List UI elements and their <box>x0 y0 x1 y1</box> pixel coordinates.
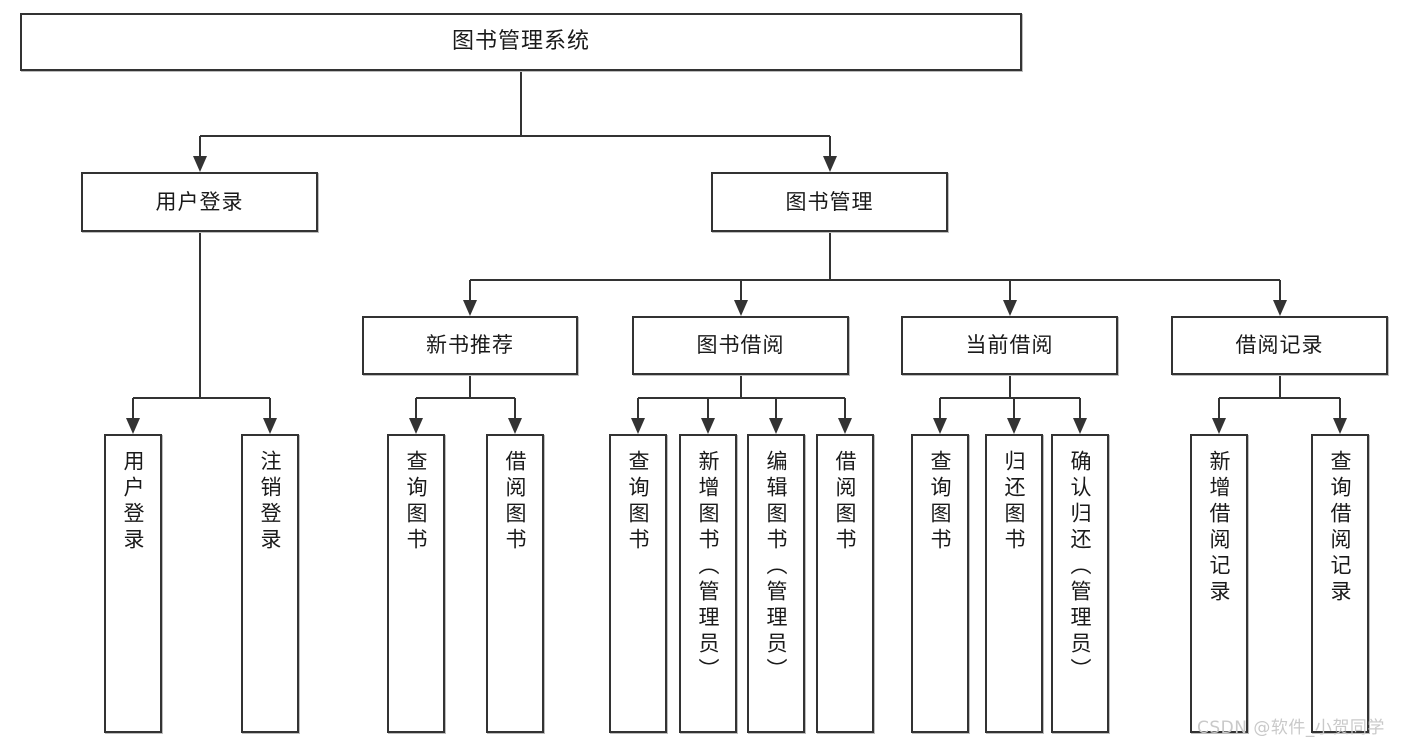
edge-drop-leaf-user-login <box>132 398 134 419</box>
edge-drop-leaf-cu-confirm <box>1079 398 1081 419</box>
node-label-borrow: 图书借阅 <box>696 333 785 358</box>
node-label-leaf-bo-borrow: 借阅图书 <box>833 450 858 554</box>
edge-drop-leaf-re-add <box>1218 398 1220 419</box>
edge-arrow-bookmgmt <box>822 156 837 172</box>
node-label-records: 借阅记录 <box>1235 333 1324 358</box>
node-leaf-cu-confirm[interactable]: 确认归还（管理员） <box>1051 434 1109 733</box>
edge-arrow-leaf-bo-borrow <box>838 418 852 434</box>
edge-arrow-leaf-bo-add <box>701 418 715 434</box>
node-records[interactable]: 借阅记录 <box>1171 316 1388 375</box>
node-newbook[interactable]: 新书推荐 <box>362 316 578 375</box>
edge-stem-root <box>520 71 522 136</box>
node-root[interactable]: 图书管理系统 <box>20 13 1022 71</box>
node-label-leaf-user-login: 用户登录 <box>121 450 146 554</box>
csdn-watermark: CSDN @软件_小贺同学 <box>1197 718 1385 738</box>
edge-stem-current <box>1008 375 1011 398</box>
node-label-leaf-cu-confirm: 确认归还（管理员） <box>1068 450 1093 684</box>
node-leaf-nb-borrow[interactable]: 借阅图书 <box>486 434 544 733</box>
edge-bus-borrow <box>638 397 845 399</box>
node-leaf-re-add[interactable]: 新增借阅记录 <box>1190 434 1248 733</box>
edge-stem-login <box>198 232 201 398</box>
node-label-leaf-re-add: 新增借阅记录 <box>1207 450 1232 606</box>
node-current[interactable]: 当前借阅 <box>901 316 1118 375</box>
edge-bus-records <box>1219 397 1340 399</box>
edge-drop-leaf-cu-return <box>1013 398 1015 419</box>
node-label-leaf-bo-add: 新增图书（管理员） <box>696 450 721 684</box>
node-leaf-nb-query[interactable]: 查询图书 <box>387 434 445 733</box>
node-leaf-bo-edit[interactable]: 编辑图书（管理员） <box>747 434 805 733</box>
edge-drop-login <box>198 136 201 157</box>
node-label-leaf-cu-return: 归还图书 <box>1002 450 1027 554</box>
node-bookmgmt[interactable]: 图书管理 <box>711 172 948 232</box>
edge-arrow-current <box>1002 300 1017 316</box>
node-leaf-re-query[interactable]: 查询借阅记录 <box>1311 434 1369 733</box>
edge-drop-records <box>1278 280 1281 301</box>
edge-drop-leaf-bo-edit <box>775 398 777 419</box>
edge-stem-records <box>1278 375 1281 398</box>
node-label-newbook: 新书推荐 <box>426 333 514 358</box>
edge-arrow-login <box>192 156 207 172</box>
edge-drop-leaf-bo-add <box>707 398 709 419</box>
node-label-root: 图书管理系统 <box>451 29 590 55</box>
node-label-leaf-re-query: 查询借阅记录 <box>1328 450 1353 606</box>
node-login[interactable]: 用户登录 <box>81 172 318 232</box>
edge-arrow-leaf-user-login <box>126 418 140 434</box>
node-leaf-cu-query[interactable]: 查询图书 <box>911 434 969 733</box>
edge-arrow-leaf-cu-confirm <box>1073 418 1087 434</box>
edge-arrow-leaf-nb-query <box>409 418 423 434</box>
edge-arrow-leaf-re-query <box>1333 418 1347 434</box>
node-leaf-cu-return[interactable]: 归还图书 <box>985 434 1043 733</box>
edge-drop-borrow <box>739 280 742 301</box>
edge-bus-root <box>199 135 830 137</box>
node-label-leaf-cu-query: 查询图书 <box>928 450 953 554</box>
node-leaf-bo-borrow[interactable]: 借阅图书 <box>816 434 874 733</box>
node-leaf-user-logout[interactable]: 注销登录 <box>241 434 299 733</box>
edge-arrow-borrow <box>733 300 748 316</box>
edge-drop-leaf-nb-query <box>415 398 417 419</box>
edge-arrow-leaf-bo-query <box>631 418 645 434</box>
node-label-leaf-nb-borrow: 借阅图书 <box>503 450 528 554</box>
edge-drop-leaf-re-query <box>1339 398 1341 419</box>
edge-bus-bookmgmt <box>470 279 1280 281</box>
edge-drop-bookmgmt <box>828 136 831 157</box>
edge-stem-borrow <box>739 375 742 398</box>
edge-drop-leaf-bo-borrow <box>844 398 846 419</box>
node-label-leaf-user-logout: 注销登录 <box>258 450 283 554</box>
edge-arrow-newbook <box>463 300 477 316</box>
node-leaf-bo-add[interactable]: 新增图书（管理员） <box>679 434 737 733</box>
node-label-bookmgmt: 图书管理 <box>785 189 874 214</box>
node-label-current: 当前借阅 <box>965 333 1054 358</box>
node-label-leaf-bo-edit: 编辑图书（管理员） <box>764 450 789 684</box>
edge-drop-current <box>1008 280 1011 301</box>
edge-drop-leaf-cu-query <box>939 398 941 419</box>
edge-drop-leaf-bo-query <box>637 398 639 419</box>
edge-bus-newbook <box>416 397 515 399</box>
edge-bus-login <box>133 397 270 399</box>
edge-stem-bookmgmt <box>828 232 831 280</box>
node-label-leaf-bo-query: 查询图书 <box>626 450 651 554</box>
node-label-login: 用户登录 <box>155 189 244 214</box>
edge-arrow-leaf-cu-query <box>933 418 947 434</box>
edge-stem-newbook <box>469 375 471 398</box>
node-leaf-bo-query[interactable]: 查询图书 <box>609 434 667 733</box>
edge-arrow-leaf-nb-borrow <box>508 418 522 434</box>
edge-drop-leaf-user-logout <box>269 398 271 419</box>
node-borrow[interactable]: 图书借阅 <box>632 316 849 375</box>
edge-arrow-leaf-user-logout <box>263 418 277 434</box>
edge-arrow-leaf-re-add <box>1212 418 1226 434</box>
edge-bus-current <box>940 397 1080 399</box>
edge-arrow-records <box>1272 300 1287 316</box>
node-label-leaf-nb-query: 查询图书 <box>404 450 429 554</box>
node-leaf-user-login[interactable]: 用户登录 <box>104 434 162 733</box>
edge-arrow-leaf-cu-return <box>1007 418 1021 434</box>
edge-drop-newbook <box>469 280 471 301</box>
edge-arrow-leaf-bo-edit <box>769 418 783 434</box>
edge-drop-leaf-nb-borrow <box>514 398 516 419</box>
